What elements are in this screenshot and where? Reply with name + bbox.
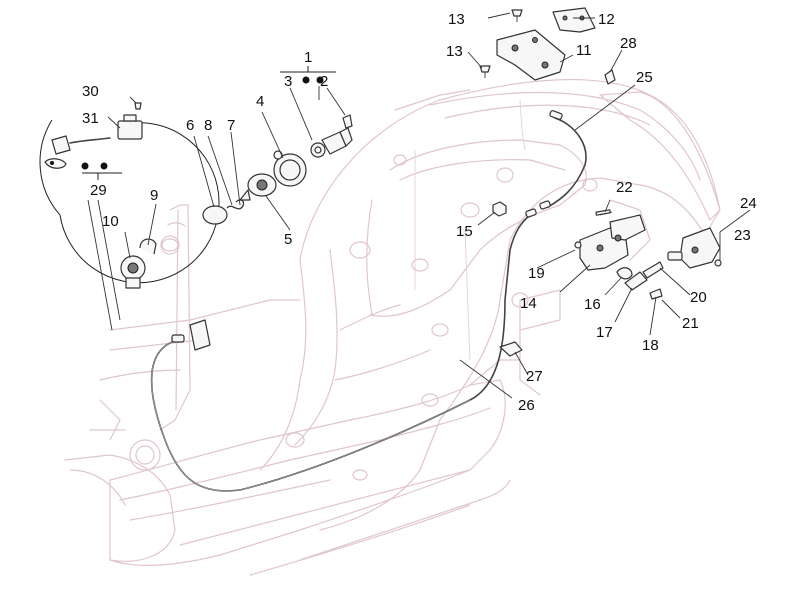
callout-12: 12 xyxy=(598,11,615,28)
cables xyxy=(150,110,587,492)
callout-22: 22 xyxy=(616,179,633,196)
callout-28: 28 xyxy=(620,35,637,52)
screw-23 xyxy=(714,259,722,267)
clip-16 xyxy=(616,267,633,280)
callout-8: 8 xyxy=(204,117,212,134)
actuator-nozzle xyxy=(667,251,683,261)
cable-end-fitting xyxy=(525,208,537,218)
callout-16: 16 xyxy=(584,296,601,313)
ignition-lock-group xyxy=(202,150,307,225)
callout-6: 6 xyxy=(186,117,194,134)
callout-26: 26 xyxy=(518,397,535,414)
callout-31: 31 xyxy=(82,110,99,127)
relay-detail-inset xyxy=(39,102,220,284)
ring-terminal xyxy=(44,158,67,169)
screw-13-top xyxy=(511,9,523,17)
group-brackets xyxy=(81,66,336,180)
relay-wire xyxy=(69,137,111,144)
relay xyxy=(117,120,143,140)
clip-9 xyxy=(139,238,157,255)
lock-cylinder-group xyxy=(310,114,353,158)
callout-23: 23 xyxy=(734,227,751,244)
callout-21: 21 xyxy=(682,315,699,332)
connector-plug xyxy=(51,135,71,155)
rod-20 xyxy=(642,261,664,279)
seat-lock-group xyxy=(574,209,646,271)
callout-17: 17 xyxy=(596,324,613,341)
cable-end-fitting xyxy=(549,110,563,120)
actuator-small-parts xyxy=(616,261,664,300)
callout-5: 5 xyxy=(284,231,292,248)
callout-15: 15 xyxy=(456,223,473,240)
callout-24: 24 xyxy=(740,195,757,212)
screw-18 xyxy=(649,288,663,300)
scooter-frame xyxy=(64,79,721,576)
callout-25: 25 xyxy=(636,69,653,86)
relay-10 xyxy=(120,255,146,289)
callout-11: 11 xyxy=(576,42,592,59)
leader-lines xyxy=(87,12,751,399)
screw xyxy=(134,102,142,110)
callout-29: 29 xyxy=(90,182,107,199)
callout-3: 3 xyxy=(284,73,292,90)
pin-19 xyxy=(574,241,582,249)
bolt-28 xyxy=(604,69,616,85)
lock-bracket xyxy=(609,214,646,241)
inset-circle-outline xyxy=(39,119,61,216)
lever-17 xyxy=(624,271,648,291)
callout-4: 4 xyxy=(256,93,264,110)
spring-8 xyxy=(226,199,245,210)
clip-27 xyxy=(499,341,523,357)
callout-27: 27 xyxy=(526,368,543,385)
lock-cable xyxy=(547,117,587,208)
callout-2: 2 xyxy=(320,73,328,90)
callout-13-top: 13 xyxy=(448,11,465,28)
cable-end-fitting xyxy=(171,334,185,343)
callout-13-left: 13 xyxy=(446,43,463,60)
callout-14: 14 xyxy=(520,295,537,312)
seat-release-cable xyxy=(150,214,531,492)
callout-19: 19 xyxy=(528,265,545,282)
hinge-11 xyxy=(496,29,566,81)
nut-15 xyxy=(492,201,507,217)
callout-labels: 1 2 3 4 5 6 7 8 9 10 11 12 13 13 14 15 1… xyxy=(82,11,757,414)
callout-20: 20 xyxy=(690,289,707,306)
callout-7: 7 xyxy=(227,117,235,134)
relay-tab xyxy=(123,114,137,122)
callout-18: 18 xyxy=(642,337,659,354)
plate-tab xyxy=(239,189,251,201)
callout-30: 30 xyxy=(82,83,99,100)
actuator-24 xyxy=(667,227,722,269)
callout-1: 1 xyxy=(304,49,312,66)
screw-13-left xyxy=(479,65,491,73)
callout-9: 9 xyxy=(150,187,158,204)
cable-bracket xyxy=(189,319,211,351)
cover-6 xyxy=(202,205,228,225)
callout-10: 10 xyxy=(102,213,119,230)
key-2 xyxy=(342,114,353,129)
cable-end-fitting xyxy=(539,200,551,210)
actuator-body xyxy=(679,227,721,269)
inset-circle-outline xyxy=(59,122,220,284)
hinge-plate-12 xyxy=(552,7,596,33)
